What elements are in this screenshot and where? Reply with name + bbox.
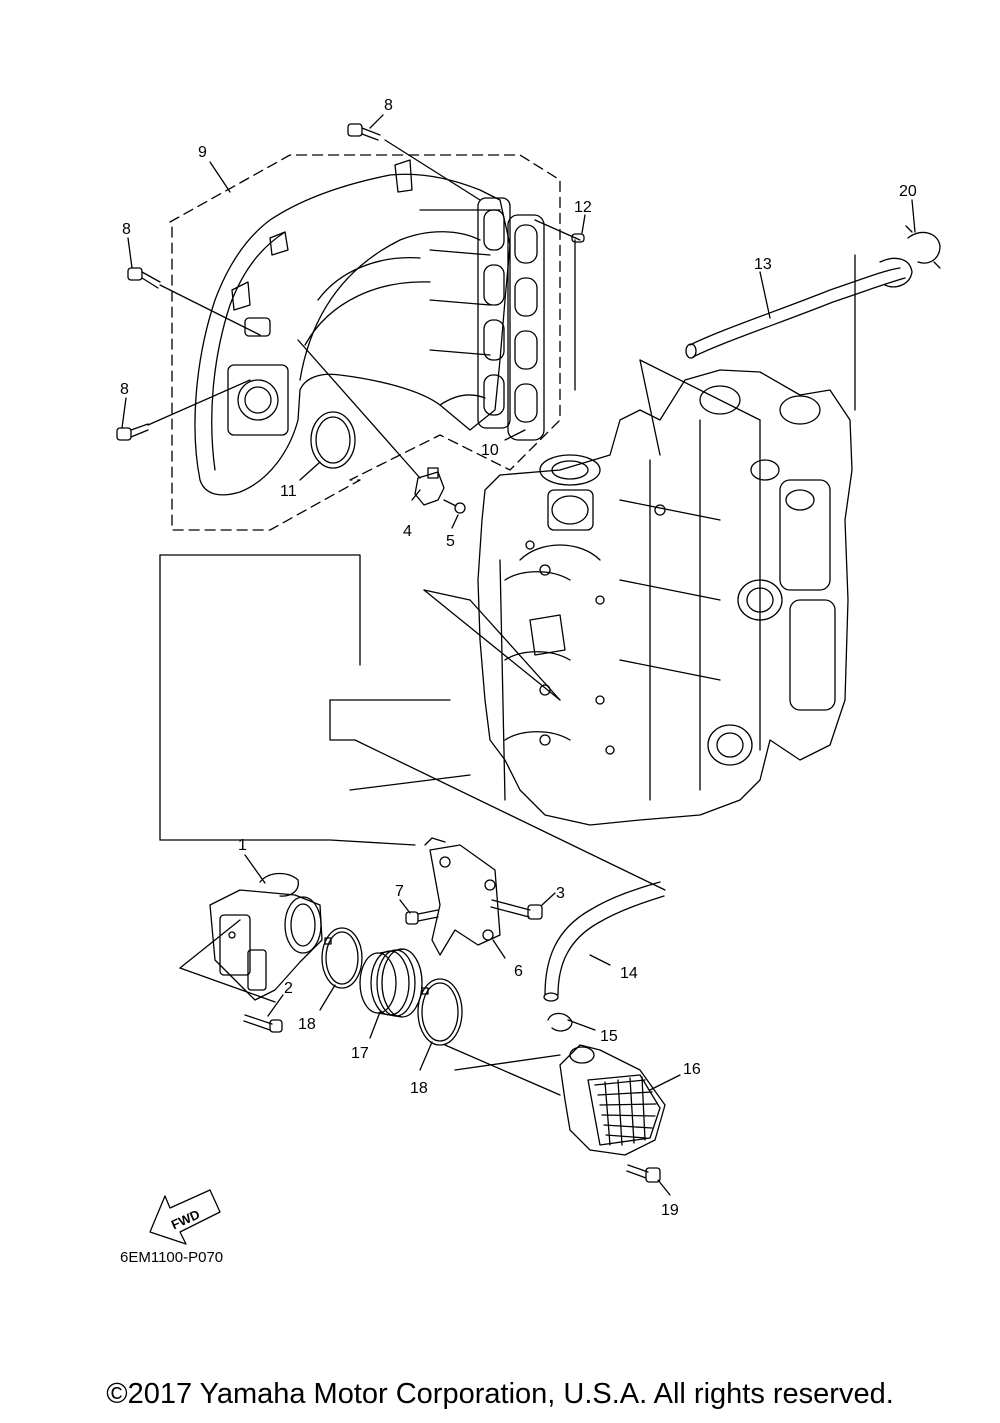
callout-8-top: 8 <box>384 97 393 114</box>
intake-silencer <box>560 1045 665 1155</box>
callout-7: 7 <box>395 883 404 900</box>
callout-14: 14 <box>620 965 638 982</box>
callout-11: 11 <box>280 483 297 500</box>
intake-manifold-group-frame <box>170 155 560 530</box>
hose-clip-bottom <box>548 1013 572 1030</box>
intake-joint <box>360 949 422 1017</box>
manifold-gasket <box>508 215 544 440</box>
callout-19: 19 <box>661 1202 679 1219</box>
callout-5: 5 <box>446 533 455 550</box>
bolt-left-upper <box>128 268 160 288</box>
callout-20: 20 <box>899 183 917 200</box>
callout-8-middle: 8 <box>122 221 131 238</box>
diagram-code: 6EM1100-P070 <box>120 1249 223 1266</box>
leader-lines <box>122 115 915 1195</box>
bolt-left-lower <box>117 424 148 440</box>
screw <box>444 500 465 513</box>
silencer-bolt <box>627 1165 660 1182</box>
engine-block <box>478 370 852 825</box>
callout-2: 2 <box>284 980 293 997</box>
callout-13: 13 <box>754 256 772 273</box>
throttle-body <box>210 874 322 1001</box>
dowel-pin <box>535 220 584 242</box>
bolt-top <box>348 124 380 140</box>
callout-18-left: 18 <box>298 1016 316 1033</box>
callout-16: 16 <box>683 1061 701 1078</box>
callout-1: 1 <box>238 837 247 854</box>
fwd-label: FWD <box>169 1207 202 1233</box>
o-ring <box>311 412 355 468</box>
callout-8-bottom: 8 <box>120 381 129 398</box>
sensor <box>415 468 444 505</box>
callout-18-right: 18 <box>410 1080 428 1097</box>
reference-lines <box>148 140 855 1095</box>
callout-3: 3 <box>556 885 565 902</box>
breather-hose <box>686 258 912 358</box>
callout-labels: 1 2 3 4 5 6 7 8 8 8 9 10 11 12 13 14 15 … <box>120 97 917 1266</box>
bracket-bolt-right <box>491 900 542 919</box>
copyright-notice: ©2017 Yamaha Motor Corporation, U.S.A. A… <box>106 1378 894 1410</box>
callout-6: 6 <box>514 963 523 980</box>
callout-12: 12 <box>574 199 592 216</box>
throttle-screw <box>244 1015 282 1032</box>
bracket <box>425 838 500 955</box>
fwd-arrow-icon <box>150 1190 220 1244</box>
callout-17: 17 <box>351 1045 369 1062</box>
hose-clamp-right <box>418 979 462 1045</box>
silencer-hose <box>544 882 664 1001</box>
intake-manifold <box>195 160 510 495</box>
bracket-bolt-left <box>406 910 438 924</box>
callout-10: 10 <box>481 442 499 459</box>
callout-9: 9 <box>198 144 207 161</box>
hose-clip-top <box>906 226 940 268</box>
hose-clamp-left <box>322 928 362 988</box>
callout-4: 4 <box>403 523 412 540</box>
callout-15: 15 <box>600 1028 618 1045</box>
